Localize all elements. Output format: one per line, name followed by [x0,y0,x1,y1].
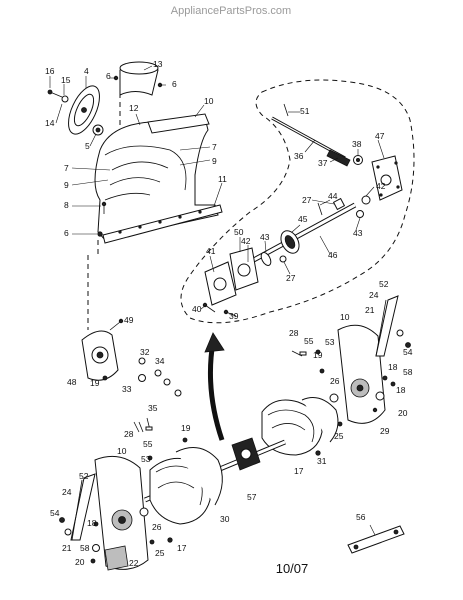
gearbox-callout-outline [180,79,415,324]
callout-10: 10 [117,446,127,456]
revision-date: 10/07 [276,561,309,576]
callout-6: 6 [106,71,111,81]
callout-36: 36 [294,151,304,161]
callout-18: 18 [87,518,97,528]
drift-cutter-part [347,525,405,554]
callout-16: 16 [45,66,55,76]
callout-40: 40 [192,304,202,314]
callout-numbers: 16 15 4 6 13 6 14 5 12 10 7 7 9 9 11 8 6… [45,59,413,568]
callout-26: 26 [330,376,340,386]
callout-22: 22 [129,558,139,568]
callout-47: 47 [375,131,385,141]
callout-18: 18 [396,385,406,395]
callout-4: 4 [84,66,89,76]
callout-29: 29 [380,426,390,436]
callout-19: 19 [90,378,100,388]
callout-58: 58 [403,367,413,377]
callout-58: 58 [80,543,90,553]
callout-35: 35 [148,403,158,413]
watermark: AppliancePartsPros.com [171,5,291,17]
callout-48: 48 [67,377,77,387]
callout-25: 25 [155,548,165,558]
callout-21: 21 [62,543,72,553]
callout-12: 12 [129,103,139,113]
callout-46: 46 [328,250,338,260]
callout-37: 37 [318,158,328,168]
callout-57: 57 [247,492,257,502]
drift-cutter-group [347,524,405,554]
left-auger-group [59,421,223,571]
callout-24: 24 [62,487,72,497]
callout-53: 53 [141,454,151,464]
callout-49: 49 [124,315,134,325]
callout-34: 34 [155,356,165,366]
callout-27: 27 [302,195,312,205]
callout-56: 56 [356,512,366,522]
upper-housing-group [47,61,223,255]
callout-5: 5 [85,141,90,151]
callout-31: 31 [317,456,327,466]
callout-10: 10 [204,96,214,106]
mid-hardware-group [138,357,182,433]
callout-21: 21 [365,305,375,315]
callout-17: 17 [294,466,304,476]
callout-28: 28 [124,429,134,439]
callout-19: 19 [181,423,191,433]
callout-43: 43 [353,228,363,238]
callout-50: 50 [234,227,244,237]
callout-42: 42 [376,181,386,191]
callout-28: 28 [289,328,299,338]
housing-shell-part [94,117,219,241]
callout-26: 26 [152,522,162,532]
callout-55: 55 [143,439,153,449]
callout-13: 13 [153,59,163,69]
callout-54: 54 [403,347,413,357]
callout-6: 6 [64,228,69,238]
callout-55: 55 [304,336,314,346]
callout-7: 7 [64,163,69,173]
callout-20: 20 [75,557,85,567]
callout-38: 38 [352,139,362,149]
callout-51: 51 [300,106,310,116]
callout-17: 17 [177,543,187,553]
callout-11: 11 [218,174,227,184]
bearing-housing-group [81,255,124,381]
right-auger-group [261,295,411,456]
callout-52: 52 [379,279,389,289]
assembly-arrow [207,341,225,441]
callout-33: 33 [122,384,132,394]
callout-27: 27 [286,273,296,283]
callout-8: 8 [64,200,69,210]
callout-39: 39 [229,311,239,321]
gearbox-group [202,103,403,317]
callout-25: 25 [334,431,344,441]
callout-30: 30 [220,514,230,524]
callout-7: 7 [212,142,217,152]
callout-24: 24 [369,290,379,300]
callout-9: 9 [64,180,69,190]
callout-15: 15 [61,75,71,85]
callout-42: 42 [241,236,251,246]
callout-52: 52 [79,471,89,481]
callout-54: 54 [50,508,60,518]
callout-43: 43 [260,232,270,242]
callout-44: 44 [328,191,338,201]
callout-14: 14 [45,118,55,128]
callout-53: 53 [325,337,335,347]
callout-6: 6 [172,79,177,89]
callout-20: 20 [398,408,408,418]
callout-9: 9 [212,156,217,166]
callout-19: 19 [313,350,323,360]
callout-18: 18 [388,362,398,372]
callout-45: 45 [298,214,308,224]
callout-32: 32 [140,347,150,357]
callout-41: 41 [206,246,216,256]
scraper-bar-part [102,204,223,244]
leader-lines [49,65,385,322]
callout-10: 10 [340,312,350,322]
